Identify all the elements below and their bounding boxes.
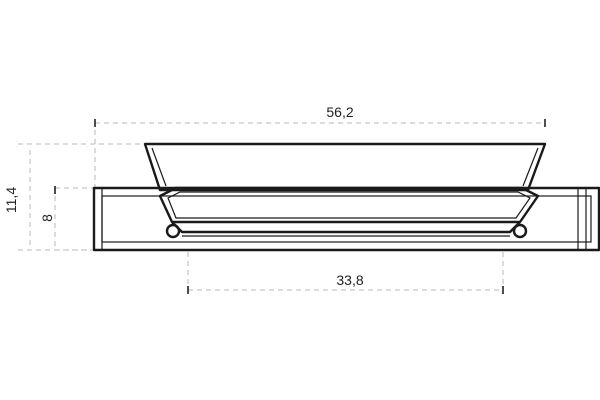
dimension-lines xyxy=(18,119,546,294)
outer-diameter-label: 56,2 xyxy=(326,104,353,120)
seal-profile xyxy=(92,142,600,252)
left-spring-circle xyxy=(165,223,181,239)
body-height-label: 8 xyxy=(39,214,55,222)
inner-diameter-label: 33,8 xyxy=(336,272,363,288)
right-spring-circle xyxy=(512,223,528,239)
seal-top-lip xyxy=(143,142,547,192)
seal-bottom-lip xyxy=(171,221,521,234)
seal-inner-body xyxy=(101,195,592,243)
total-height-label: 11,4 xyxy=(3,187,19,213)
seal-inner-lip xyxy=(158,186,540,224)
